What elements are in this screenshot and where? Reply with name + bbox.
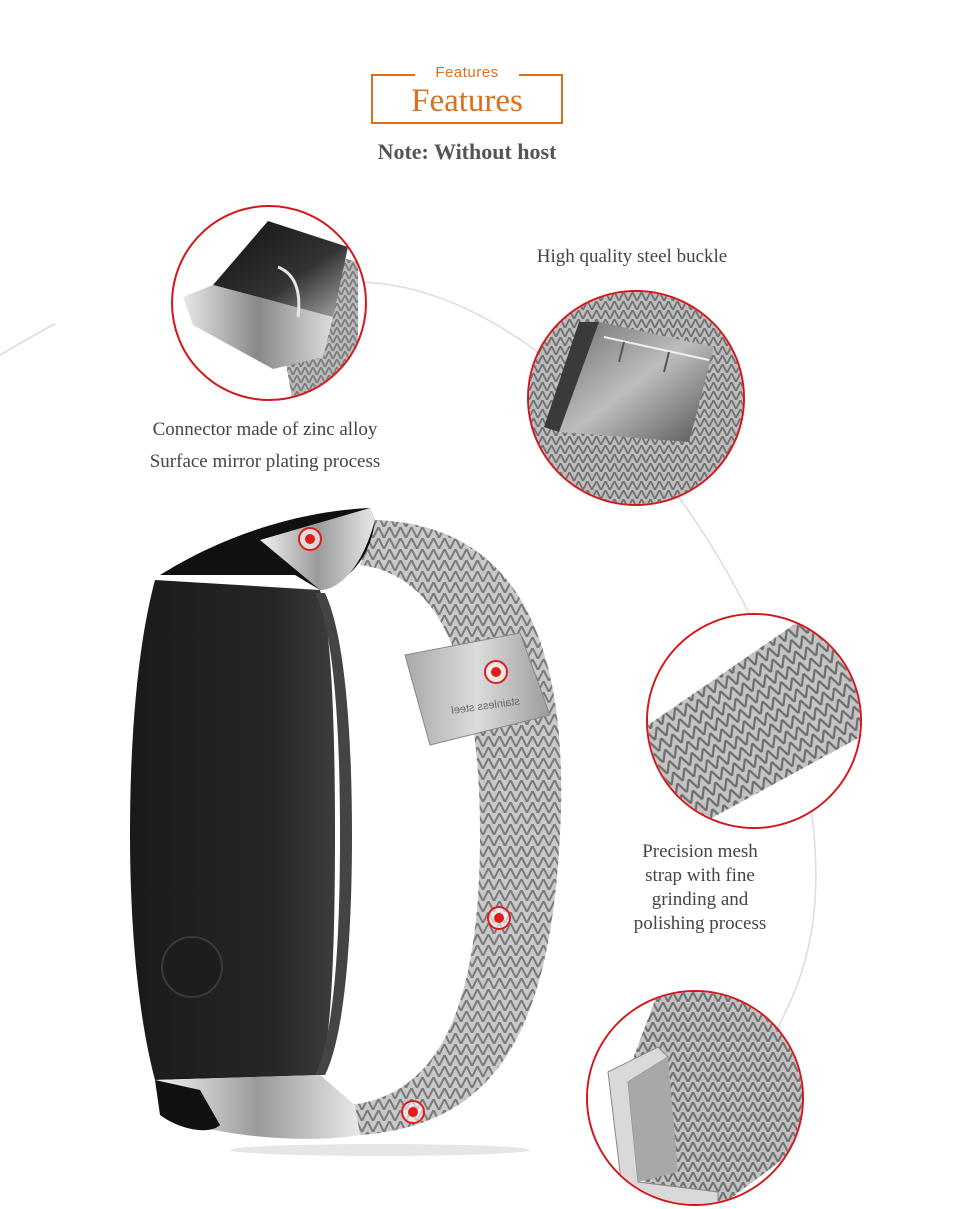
strap-end-detail-circle (586, 990, 804, 1206)
connector-caption: Connector made of zinc alloy Surface mir… (120, 418, 410, 474)
mesh-detail-circle (646, 613, 862, 829)
hotspot-buckle[interactable] (484, 660, 508, 684)
connector-caption-line-1: Connector made of zinc alloy (152, 419, 378, 440)
page-title: Features (411, 83, 523, 119)
hotspot-connector[interactable] (298, 527, 322, 551)
strap-end-illustration (588, 992, 802, 1204)
smart-band-product: stainless steel (130, 508, 562, 1156)
connector-caption-line-2: Surface mirror plating process (149, 451, 381, 472)
buckle-detail-circle (527, 290, 745, 506)
connector-detail-circle (171, 205, 367, 401)
mesh-caption: Precision mesh strap with fine grinding … (600, 840, 800, 936)
header-small-label: Features (415, 63, 519, 83)
note-text: Note: Without host (377, 139, 557, 164)
mesh-caption-line-4: polishing process (633, 913, 767, 934)
hotspot-mesh[interactable] (487, 906, 511, 930)
mesh-caption-line-2: strap with fine (645, 865, 755, 886)
mesh-caption-line-1: Precision mesh (642, 841, 758, 862)
hotspot-strap-end[interactable] (401, 1100, 425, 1124)
buckle-caption: High quality steel buckle (510, 245, 754, 269)
mesh-illustration (648, 615, 860, 827)
connector-illustration (183, 221, 358, 399)
mesh-caption-line-3: grinding and (651, 889, 749, 910)
buckle-caption-line-1: High quality steel buckle (536, 246, 728, 267)
buckle-illustration (529, 292, 743, 504)
